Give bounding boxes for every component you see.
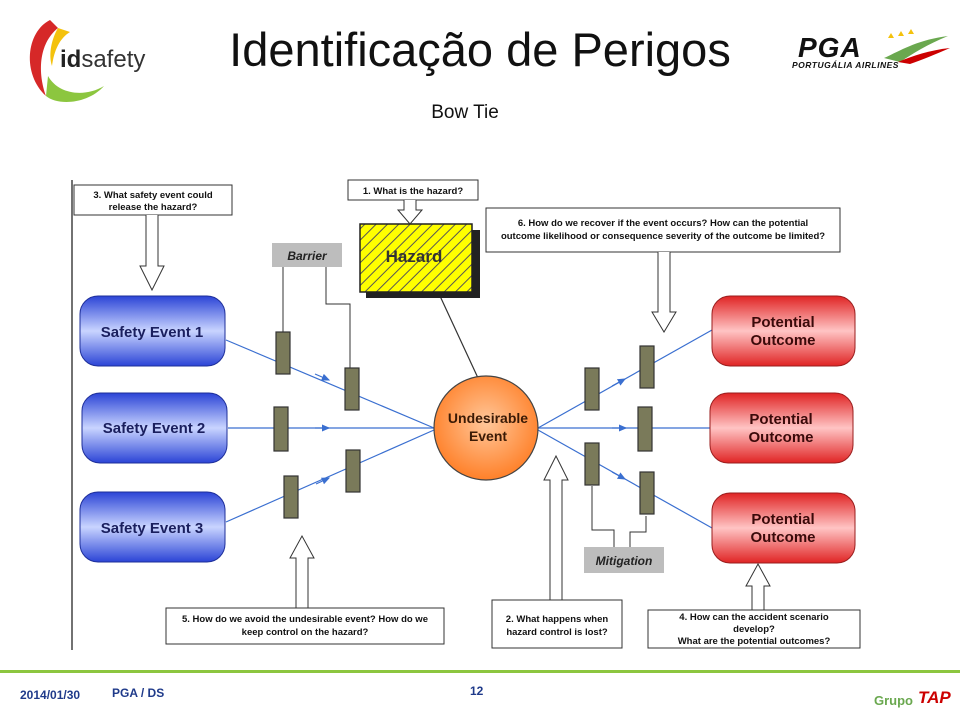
outcome-1-line2: Outcome: [750, 332, 815, 349]
right-consequence-lines: [537, 329, 713, 529]
callout-3: 3. What safety event could release the h…: [73, 184, 233, 292]
safety-event-3-label: Safety Event 3: [101, 520, 204, 537]
left-threat-lines: [225, 339, 435, 523]
mitigation-connectors: [591, 486, 647, 547]
right-arrowheads: [611, 378, 628, 480]
barrier-2a: [273, 406, 289, 452]
svg-text:keep control on the hazard?: keep control on the hazard?: [242, 627, 369, 638]
barrier-3b: [345, 449, 361, 493]
outcome-3-line1: Potential: [751, 511, 814, 528]
safety-event-2: Safety Event 2: [81, 392, 228, 464]
safety-event-2-label: Safety Event 2: [103, 420, 206, 437]
svg-text:1. What is the hazard?: 1. What is the hazard?: [363, 186, 463, 197]
slide-subtitle: Bow Tie: [431, 102, 499, 123]
footer-department: PGA / DS: [112, 686, 165, 700]
barrier-1b: [344, 367, 360, 411]
idsafety-wordmark: idsafety: [60, 46, 146, 73]
svg-text:develop?: develop?: [733, 624, 775, 635]
outcome-1: Potential Outcome: [711, 295, 856, 367]
right-barriers: [584, 345, 655, 515]
svg-text:5. How do we avoid the undesir: 5. How do we avoid the undesirable event…: [182, 614, 428, 625]
mitigation-1b: [639, 345, 655, 389]
svg-text:outcome likelihood or conseque: outcome likelihood or consequence severi…: [501, 231, 825, 242]
svg-text:release the hazard?: release the hazard?: [109, 202, 198, 213]
pga-logo: PGA PORTUGÁLIA AIRLINES: [788, 28, 953, 78]
svg-text:Mitigation: Mitigation: [596, 554, 653, 568]
safety-event-1: Safety Event 1: [79, 295, 226, 367]
pga-subtitle: PORTUGÁLIA AIRLINES: [792, 60, 899, 70]
outcome-3-line2: Outcome: [750, 529, 815, 546]
svg-text:6. How do we recover if the ev: 6. How do we recover if the event occurs…: [518, 218, 808, 229]
svg-text:What are the potential outcome: What are the potential outcomes?: [678, 636, 831, 647]
callout-5: 5. How do we avoid the undesirable event…: [165, 534, 445, 645]
callout-6: 6. How do we recover if the event occurs…: [485, 207, 841, 333]
hazard-label: Hazard: [386, 247, 443, 266]
hazard-link-line: [439, 295, 479, 379]
idsafety-logo: idsafety: [18, 14, 158, 109]
undesirable-event-line1: Undesirable: [448, 410, 528, 426]
outcome-1-line1: Potential: [751, 314, 814, 331]
barrier-1a: [275, 331, 291, 375]
svg-text:3. What safety event could: 3. What safety event could: [93, 190, 213, 201]
footer-page-number: 12: [470, 684, 484, 698]
footer-date: 2014/01/30: [20, 688, 81, 702]
outcome-2-line1: Potential: [749, 411, 812, 428]
callout-1: 1. What is the hazard?: [347, 179, 479, 225]
left-barriers: [273, 331, 361, 519]
safety-event-1-label: Safety Event 1: [101, 324, 204, 341]
mitigation-1a: [584, 367, 600, 411]
callout-2: 2. What happens when hazard control is l…: [491, 454, 623, 649]
footer-grupo: Grupo: [874, 693, 913, 708]
tap-logo: TAP: [918, 688, 951, 707]
mitigation-label: Mitigation: [584, 547, 664, 573]
outcome-3: Potential Outcome: [711, 492, 856, 564]
undesirable-event-line2: Event: [469, 428, 507, 444]
mitigation-3a: [584, 442, 600, 486]
mitigation-2b: [637, 406, 653, 452]
undesirable-event: Undesirable Event: [433, 375, 539, 481]
barrier-label: Barrier: [272, 243, 342, 267]
pga-wordmark: PGA: [798, 32, 862, 63]
footer-divider: [0, 670, 960, 673]
outcome-2-line2: Outcome: [748, 429, 813, 446]
svg-text:Barrier: Barrier: [287, 249, 328, 263]
outcome-2: Potential Outcome: [709, 392, 854, 464]
hazard-box: Hazard: [359, 223, 480, 298]
barrier-3a: [283, 475, 299, 519]
left-arrowheads: [314, 373, 331, 485]
svg-text:hazard control is lost?: hazard control is lost?: [506, 627, 608, 638]
safety-event-3: Safety Event 3: [79, 491, 226, 563]
slide-title: Identificação de Perigos: [229, 23, 731, 76]
svg-text:4. How can the accident scenar: 4. How can the accident scenario: [679, 612, 829, 623]
callout-4: 4. How can the accident scenario develop…: [647, 562, 861, 649]
svg-text:2. What happens when: 2. What happens when: [506, 614, 609, 625]
mitigation-3b: [639, 471, 655, 515]
barrier-connectors: [282, 267, 351, 368]
pga-swoosh-icon: [884, 29, 950, 64]
idsafety-swoosh-icon: [29, 20, 104, 102]
